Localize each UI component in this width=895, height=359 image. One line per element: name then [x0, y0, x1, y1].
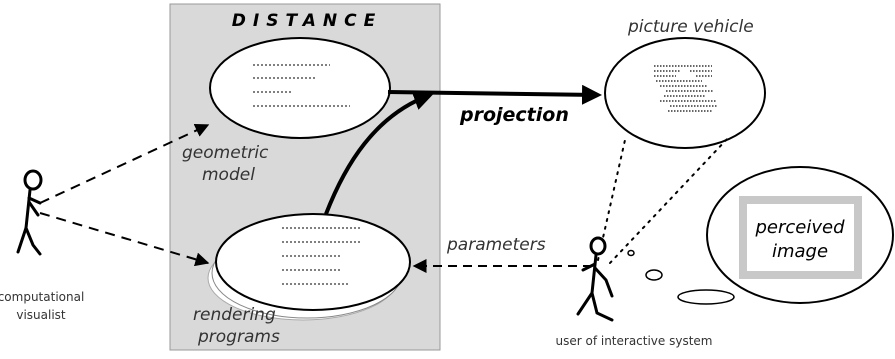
sight-line-to-vehicle-right — [609, 137, 729, 264]
picture-vehicle-glyph-pattern — [654, 65, 718, 112]
computational-visualist-label-line1: computational — [0, 290, 84, 304]
rendering-programs-text-lines — [282, 227, 362, 285]
thought-bubble-small-2 — [645, 269, 663, 281]
thought-bubble-small-1 — [627, 249, 635, 257]
picture-vehicle-ellipse — [604, 37, 766, 149]
geometric-model-label-line1: geometric — [182, 143, 269, 163]
distance-title: DISTANCE — [232, 11, 382, 31]
parameters-label: parameters — [446, 235, 546, 255]
visualist-to-rendering-arrow — [39, 212, 210, 267]
rendering-to-projection-arrow — [324, 91, 434, 215]
visualist-to-geometric-arrow — [39, 123, 210, 204]
user-label: user of interactive system — [555, 334, 712, 348]
thought-bubble-small-3 — [677, 289, 735, 305]
rendering-programs-ellipse — [215, 213, 411, 311]
projection-arrow — [387, 84, 602, 105]
rendering-programs-label-line2: programs — [197, 327, 280, 347]
perceived-image-label-line2: image — [772, 241, 828, 262]
user-figure — [576, 236, 614, 322]
perceived-image-label-line1: perceived — [754, 217, 845, 238]
geometric-model-text-lines — [253, 64, 350, 107]
picture-vehicle-label: picture vehicle — [627, 17, 754, 37]
rendering-programs-label-line1: rendering — [193, 305, 276, 325]
computational-visualist-figure — [16, 169, 43, 256]
projection-label: projection — [459, 104, 569, 126]
geometric-model-ellipse — [209, 37, 391, 139]
geometric-model-label-line2: model — [202, 165, 255, 185]
computational-visualist-label-line2: visualist — [16, 308, 66, 322]
perceived-image-frame — [739, 196, 862, 279]
